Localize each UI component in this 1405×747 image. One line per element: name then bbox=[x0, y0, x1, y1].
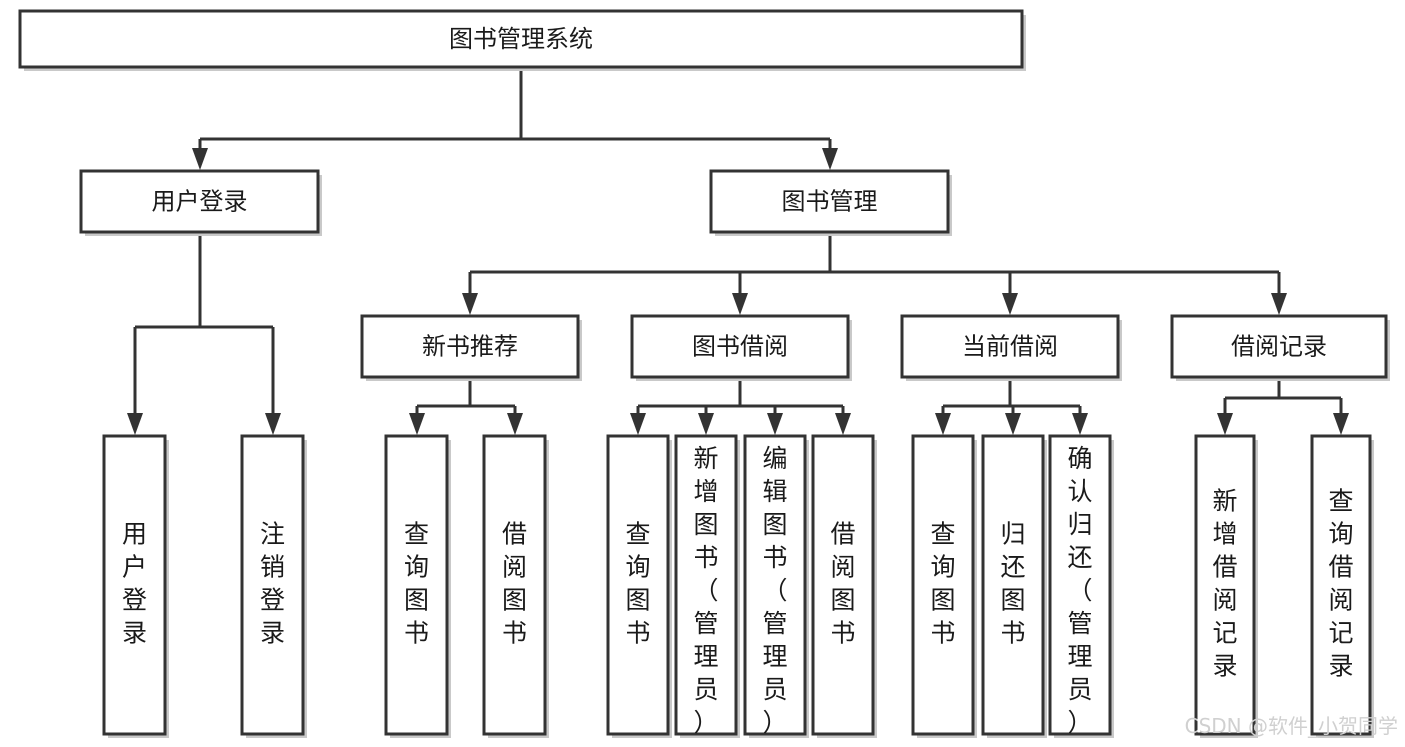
node-box bbox=[1048, 434, 1112, 736]
node-box bbox=[482, 434, 547, 736]
node-leaf-edit-book[interactable]: 编辑图书（管理员） bbox=[743, 434, 809, 738]
node-box bbox=[674, 434, 738, 736]
node-leaf-user-login[interactable]: 用户登录 bbox=[102, 434, 169, 738]
node-label: 当前借阅 bbox=[962, 333, 1058, 361]
arrow-head-icon bbox=[192, 148, 208, 170]
arrow-head-icon bbox=[630, 413, 646, 435]
node-leaf-query-book-1[interactable]: 查询图书 bbox=[384, 434, 451, 738]
arrow-head-icon bbox=[1333, 413, 1349, 435]
node-box bbox=[360, 314, 580, 379]
arrow-head-icon bbox=[1072, 413, 1088, 435]
node-label: 查询图书 bbox=[404, 520, 429, 648]
node-label: 查询图书 bbox=[625, 520, 650, 648]
node-box bbox=[240, 434, 305, 736]
node-leaf-add-record[interactable]: 新增借阅记录 bbox=[1194, 434, 1258, 738]
node-leaf-query-book-2[interactable]: 查询图书 bbox=[606, 434, 672, 738]
node-box bbox=[811, 434, 875, 736]
connector-layer bbox=[127, 67, 1349, 435]
node-box bbox=[102, 434, 167, 736]
node-box bbox=[1170, 314, 1388, 379]
node-label: 注销登录 bbox=[260, 520, 285, 648]
node-borrow-record[interactable]: 借阅记录 bbox=[1170, 314, 1390, 381]
node-label: 借阅图书 bbox=[830, 520, 855, 648]
arrow-head-icon bbox=[1005, 413, 1021, 435]
arrow-head-icon bbox=[265, 413, 281, 435]
arrow-head-icon bbox=[935, 413, 951, 435]
csdn-watermark: CSDN @软件_小贺同学 bbox=[1185, 714, 1398, 738]
node-box bbox=[606, 434, 670, 736]
arrow-head-icon bbox=[462, 293, 478, 315]
node-box bbox=[18, 9, 1024, 69]
node-label: 查询图书 bbox=[930, 520, 955, 648]
node-book-manage[interactable]: 图书管理 bbox=[709, 169, 952, 236]
node-leaf-add-book[interactable]: 新增图书（管理员） bbox=[674, 434, 740, 738]
node-leaf-return-book[interactable]: 归还图书 bbox=[981, 434, 1047, 738]
arrow-head-icon bbox=[1002, 293, 1018, 315]
arrow-head-icon bbox=[507, 413, 523, 435]
node-box bbox=[981, 434, 1045, 736]
node-label: 编辑图书（管理员） bbox=[762, 444, 787, 737]
node-box bbox=[630, 314, 850, 379]
node-box bbox=[743, 434, 807, 736]
node-leaf-borrow-book-2[interactable]: 借阅图书 bbox=[811, 434, 877, 738]
node-box bbox=[1194, 434, 1256, 736]
node-label: 归还图书 bbox=[1000, 520, 1025, 648]
node-leaf-logout[interactable]: 注销登录 bbox=[240, 434, 307, 738]
node-box bbox=[1310, 434, 1372, 736]
node-book-borrow[interactable]: 图书借阅 bbox=[630, 314, 852, 381]
arrow-head-icon bbox=[822, 148, 838, 170]
arrow-head-icon bbox=[835, 413, 851, 435]
arrow-head-icon bbox=[767, 413, 783, 435]
node-label: 新书推荐 bbox=[422, 333, 518, 361]
node-root[interactable]: 图书管理系统 bbox=[18, 9, 1026, 71]
node-label: 查询借阅记录 bbox=[1328, 487, 1353, 681]
node-leaf-query-book-3[interactable]: 查询图书 bbox=[911, 434, 977, 738]
node-box bbox=[911, 434, 975, 736]
node-label: 图书借阅 bbox=[692, 333, 788, 361]
node-box bbox=[79, 169, 320, 234]
arrow-head-icon bbox=[1271, 293, 1287, 315]
arrow-head-icon bbox=[1217, 413, 1233, 435]
node-leaf-confirm-return[interactable]: 确认归还（管理员） bbox=[1048, 434, 1114, 738]
arrow-head-icon bbox=[732, 293, 748, 315]
node-label: 图书管理系统 bbox=[449, 25, 593, 53]
node-label: 借阅图书 bbox=[502, 520, 527, 648]
node-label: 图书管理 bbox=[782, 188, 878, 216]
node-label: 确认归还（管理员） bbox=[1067, 444, 1092, 737]
node-label: 借阅记录 bbox=[1231, 333, 1327, 361]
node-new-book-recommend[interactable]: 新书推荐 bbox=[360, 314, 582, 381]
node-box bbox=[384, 434, 449, 736]
node-label: 用户登录 bbox=[152, 188, 248, 216]
node-label: 用户登录 bbox=[122, 520, 147, 648]
node-layer: 图书管理系统用户登录图书管理新书推荐图书借阅当前借阅借阅记录用户登录注销登录查询… bbox=[18, 9, 1390, 738]
node-user-login[interactable]: 用户登录 bbox=[79, 169, 322, 236]
node-current-borrow[interactable]: 当前借阅 bbox=[900, 314, 1122, 381]
node-box bbox=[900, 314, 1120, 379]
arrow-head-icon bbox=[409, 413, 425, 435]
node-box bbox=[709, 169, 950, 234]
node-label: 新增图书（管理员） bbox=[693, 444, 718, 737]
node-label: 新增借阅记录 bbox=[1212, 487, 1237, 681]
arrow-head-icon bbox=[698, 413, 714, 435]
node-leaf-query-record[interactable]: 查询借阅记录 bbox=[1310, 434, 1374, 738]
arrow-head-icon bbox=[127, 413, 143, 435]
node-leaf-borrow-book-1[interactable]: 借阅图书 bbox=[482, 434, 549, 738]
